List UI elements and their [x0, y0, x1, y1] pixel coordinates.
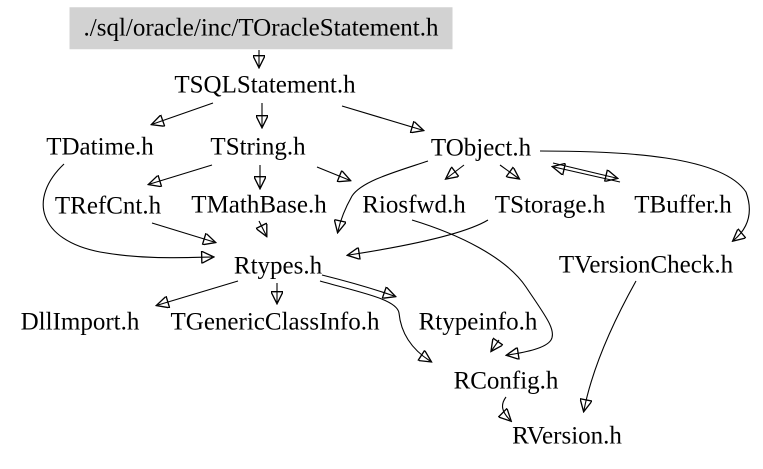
edge-tsqlstatement-to-tobject [341, 105, 422, 130]
edge-tobject-to-tstorage [499, 164, 518, 178]
node-tgenericclassinfo[interactable]: TGenericClassInfo.h [170, 308, 380, 336]
edge-tstring-to-riosfwd [316, 166, 349, 180]
edge-rtypes-to-rtypeinfo [321, 274, 394, 296]
edge-tbuffer-to-tobject [554, 167, 621, 183]
node-tsqlstatement[interactable]: TSQLStatement.h [174, 71, 356, 99]
edge-trefcnt-to-rtypes [151, 222, 214, 242]
node-rtypes[interactable]: Rtypes.h [233, 252, 323, 280]
node-tstring[interactable]: TString.h [210, 133, 306, 161]
node-tstorage[interactable]: TStorage.h [494, 191, 606, 219]
edge-tstring-to-trefcnt [150, 164, 213, 184]
node-riosfwd[interactable]: Riosfwd.h [362, 191, 466, 219]
edge-tsqlstatement-to-tdatime [153, 102, 214, 124]
node-tbuffer[interactable]: TBuffer.h [634, 191, 732, 219]
edge-rtypes-to-dllimport [158, 280, 239, 305]
edge-rtypes-to-rconfig [319, 280, 430, 361]
node-tversioncheck[interactable]: TVersionCheck.h [558, 251, 734, 279]
edge-tobject-to-tversioncheck [539, 150, 750, 240]
edge-tversioncheck-to-rversion [584, 280, 637, 410]
node-rconfig[interactable]: RConfig.h [453, 367, 559, 395]
edge-tobject-to-tbuffer [552, 162, 616, 178]
node-rtypeinfo[interactable]: Rtypeinfo.h [418, 308, 538, 336]
node-tobject[interactable]: TObject.h [430, 134, 532, 162]
node-tdatime[interactable]: TDatime.h [46, 133, 154, 161]
edge-riosfwd-to-rconfig [411, 219, 553, 355]
edge-tobject-to-rtypes [338, 160, 429, 231]
node-rversion[interactable]: RVersion.h [512, 422, 622, 450]
edge-rtypeinfo-to-rconfig [492, 340, 499, 350]
edge-rconfig-to-rversion [503, 396, 510, 420]
edge-tobject-to-riosfwd [447, 164, 465, 178]
node-toraclestatement: ./sql/oracle/inc/TOracleStatement.h [69, 7, 453, 49]
edge-tstorage-to-rtypes [349, 219, 489, 255]
node-dllimport[interactable]: DllImport.h [20, 308, 140, 336]
edge-tmathbase-to-rtypes [259, 220, 266, 235]
node-tmathbase[interactable]: TMathBase.h [191, 191, 327, 219]
edge-tdatime-to-rtypes [42, 163, 212, 258]
node-trefcnt[interactable]: TRefCnt.h [54, 192, 162, 220]
